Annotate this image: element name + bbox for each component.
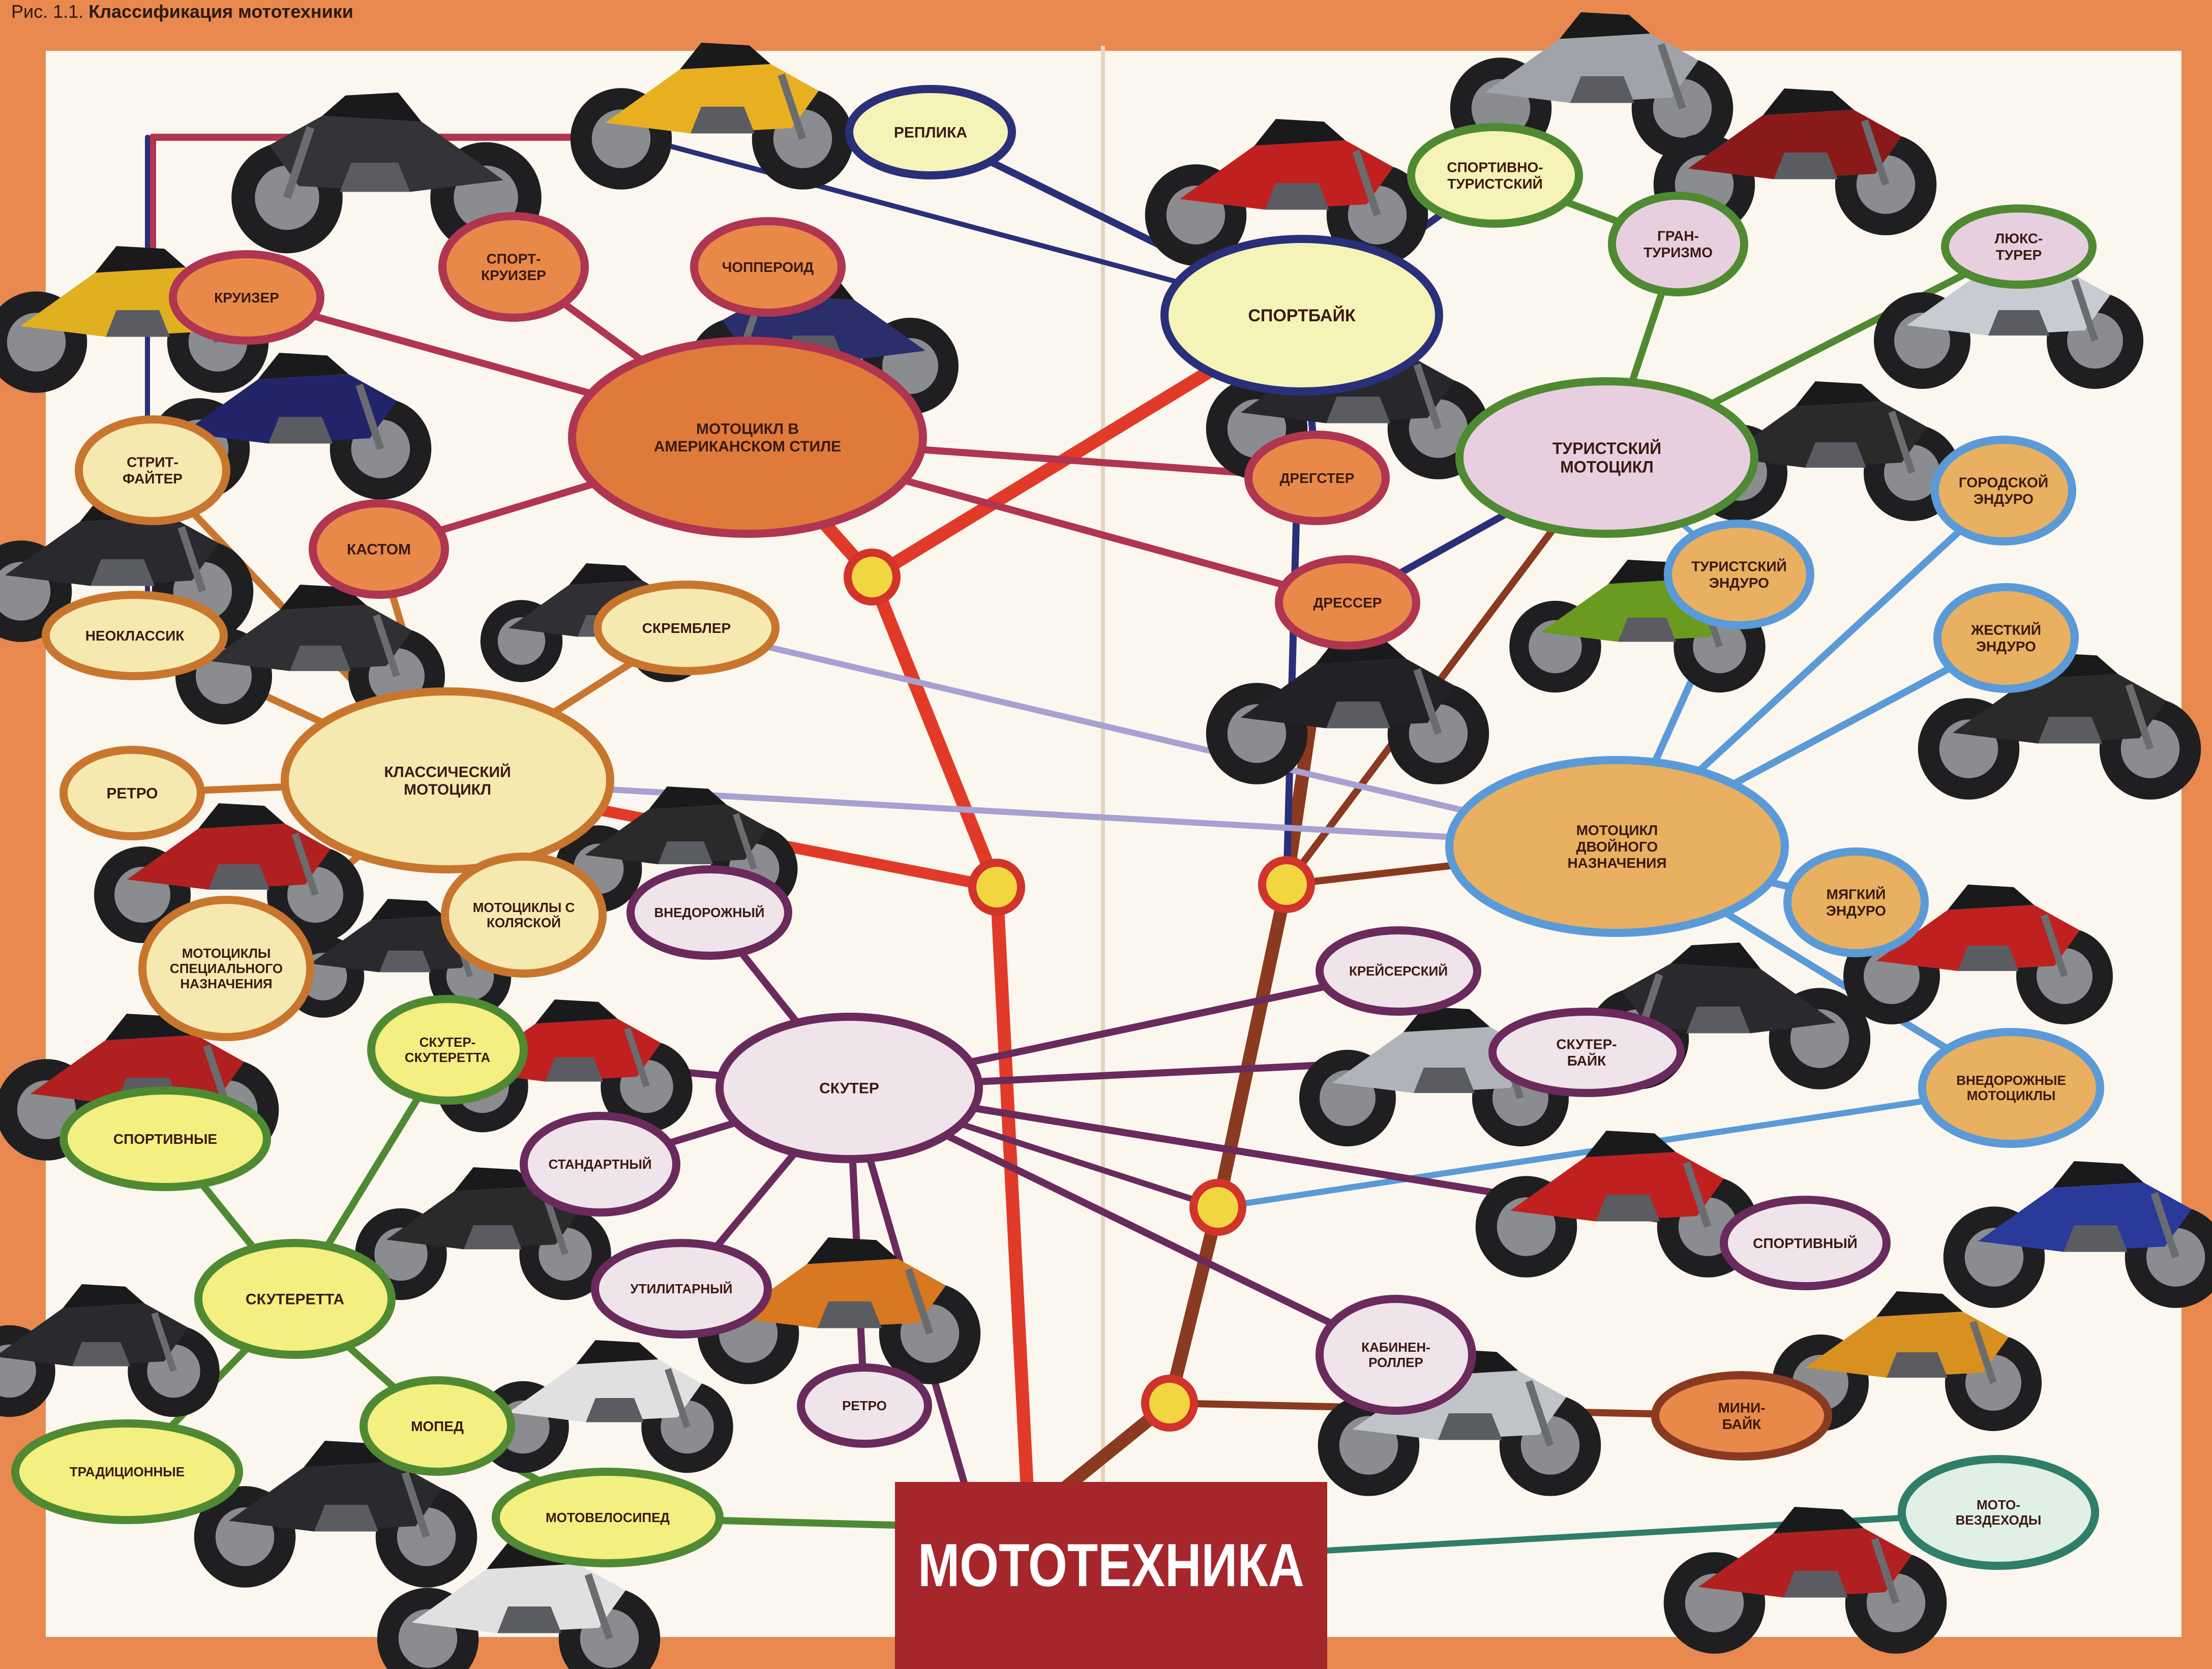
category-label: РЕТРО	[106, 785, 158, 802]
category-node-sportive2: СПОРТИВНЫЙ	[1724, 1200, 1887, 1286]
category-label: РЕТРО	[842, 1398, 887, 1413]
category-label: ЧОППЕРОИД	[722, 259, 814, 275]
connector-line	[1170, 1207, 1218, 1403]
category-label: КАБИНЕН-РОЛЛЕР	[1361, 1340, 1430, 1370]
category-node-standard: СТАНДАРТНЫЙ	[524, 1116, 676, 1212]
category-node-sporttouring: СПОРТИВНО-ТУРИСТСКИЙ	[1411, 127, 1579, 224]
category-label: СТРИТ-ФАЙТЕР	[123, 454, 183, 487]
category-node-sportcruiser: СПОРТ-КРУИЗЕР	[442, 216, 585, 318]
category-label: СТАНДАРТНЫЙ	[548, 1157, 651, 1172]
category-node-utility: УТИЛИТАРНЫЙ	[595, 1243, 768, 1334]
category-label: МОПЕД	[411, 1418, 464, 1434]
category-node-scooterette: СКУТЕРЕТТА	[198, 1243, 392, 1355]
connector-line	[997, 887, 1027, 1490]
motorcycle-photo-cub-black	[0, 1284, 220, 1417]
category-label: СПОРТИВНЫЙ	[1753, 1235, 1858, 1251]
category-node-dresser: ДРЕССЕР	[1279, 559, 1416, 646]
category-node-scooter: СКУТЕР	[720, 1017, 979, 1159]
category-label: СПОРТБАЙК	[1248, 306, 1356, 325]
connector-line	[1327, 1512, 1998, 1551]
category-node-moped: МОПЕД	[364, 1380, 511, 1472]
category-node-cityenduro: ГОРОДСКОЙЭНДУРО	[1935, 440, 2072, 541]
category-label: КРУИЗЕР	[214, 290, 279, 306]
connector-line	[872, 577, 997, 887]
category-node-touringenduro: ТУРИСТСКИЙЭНДУРО	[1668, 524, 1810, 625]
category-node-scooterbike: СКУТЕР-БАЙК	[1492, 1012, 1681, 1093]
category-label: НЕОКЛАССИК	[85, 628, 185, 644]
hub-point	[1193, 1183, 1242, 1232]
banner: МОТОТЕХНИКА	[895, 1482, 1327, 1669]
category-node-chopperoid: ЧОППЕРОИД	[694, 221, 842, 313]
category-label: СПОРТ-КРУИЗЕР	[481, 251, 546, 283]
category-label: ДРЕГСТЕР	[1280, 470, 1355, 486]
category-nodes: РЕПЛИКА СПОРТИВНО-ТУРИСТСКИЙ ГРАН-ТУРИЗМО Л…	[15, 89, 2100, 1566]
category-label: РЕПЛИКА	[894, 125, 967, 141]
category-label: ТРАДИЦИОННЫЕ	[70, 1464, 185, 1479]
category-label: СПОРТИВНО-ТУРИСТСКИЙ	[1447, 160, 1543, 192]
category-label: СПОРТИВНЫЕ	[113, 1131, 217, 1147]
category-label: МИНИ-БАЙК	[1718, 1400, 1765, 1432]
category-label: КРЕЙСЕРСКИЙ	[1349, 963, 1448, 979]
category-label: КАСТОМ	[347, 541, 411, 558]
category-node-dragster: ДРЕГСТЕР	[1248, 435, 1386, 521]
category-label: МОТОВЕЛОСИПЕД	[546, 1510, 670, 1525]
category-node-touring: ТУРИСТСКИЙМОТОЦИКЛ	[1459, 381, 1754, 534]
motorcycle-photo-dresser-black	[1206, 638, 1489, 784]
category-node-granturismo: ГРАН-ТУРИЗМО	[1612, 196, 1744, 292]
motorcycle-photo-offroad-blue	[1944, 1161, 2212, 1308]
banner-title: МОТОТЕХНИКА	[918, 1531, 1304, 1599]
hub-point	[1262, 860, 1311, 909]
motorcycle-photo-utility-scooter-white	[477, 1340, 733, 1473]
category-label: ВНЕДОРОЖНЫЕМОТОЦИКЛЫ	[1956, 1073, 2066, 1103]
hub-point	[848, 553, 896, 601]
hub-point	[972, 863, 1021, 912]
category-node-neoclassic: НЕОКЛАССИК	[46, 595, 224, 676]
motorcycle-photo-sportscooter-red	[1476, 1131, 1759, 1278]
category-label: СКРЕМБЛЕР	[642, 620, 731, 636]
category-node-cruiserscooter: КРЕЙСЕРСКИЙ	[1320, 930, 1477, 1012]
category-node-traditional: ТРАДИЦИОННЫЕ	[15, 1423, 239, 1520]
category-label: ВНЕДОРОЖНЫЙ	[654, 905, 765, 920]
category-label: ДРЕССЕР	[1313, 595, 1382, 611]
category-node-replica: РЕПЛИКА	[849, 89, 1012, 175]
category-node-cruiser: КРУИЗЕР	[173, 254, 320, 341]
category-node-cabinroller: КАБИНЕН-РОЛЛЕР	[1320, 1299, 1472, 1411]
category-node-sportive1: СПОРТИВНЫЕ	[64, 1090, 267, 1187]
category-node-scrambler: СКРЕМБЛЕР	[597, 585, 775, 671]
category-node-custom: КАСТОМ	[313, 503, 445, 595]
motorcycle-photo-sportbike-replica-yellow	[571, 43, 854, 190]
category-node-streetfighter: СТРИТ-ФАЙТЕР	[79, 419, 226, 521]
category-node-retro2: РЕТРО	[801, 1368, 928, 1444]
category-label: ЛЮКС-ТУРЕР	[1995, 231, 2043, 263]
category-node-minibike: МИНИ-БАЙК	[1655, 1375, 1828, 1456]
category-node-luxtourer: ЛЮКС-ТУРЕР	[1945, 208, 2093, 285]
category-node-sportbike: СПОРТБАЙК	[1164, 239, 1439, 391]
category-label: УТИЛИТАРНЫЙ	[631, 1281, 733, 1296]
category-node-motovelo: МОТОВЕЛОСИПЕД	[496, 1472, 720, 1563]
category-label: СКУТЕРЕТТА	[246, 1291, 344, 1308]
category-node-scooterette2: СКУТЕР-СКУТЕРЕТТА	[371, 999, 524, 1101]
category-label: СКУТЕР	[819, 1080, 879, 1097]
hub-point	[1145, 1379, 1194, 1428]
category-node-retro1: РЕТРО	[64, 750, 201, 836]
category-node-atv: МОТО-ВЕЗДЕХОДЫ	[1902, 1459, 2095, 1566]
category-label: ТУРИСТСКИЙМОТОЦИКЛ	[1552, 439, 1661, 476]
category-node-offroadscooter: ВНЕДОРОЖНЫЙ	[631, 869, 788, 956]
